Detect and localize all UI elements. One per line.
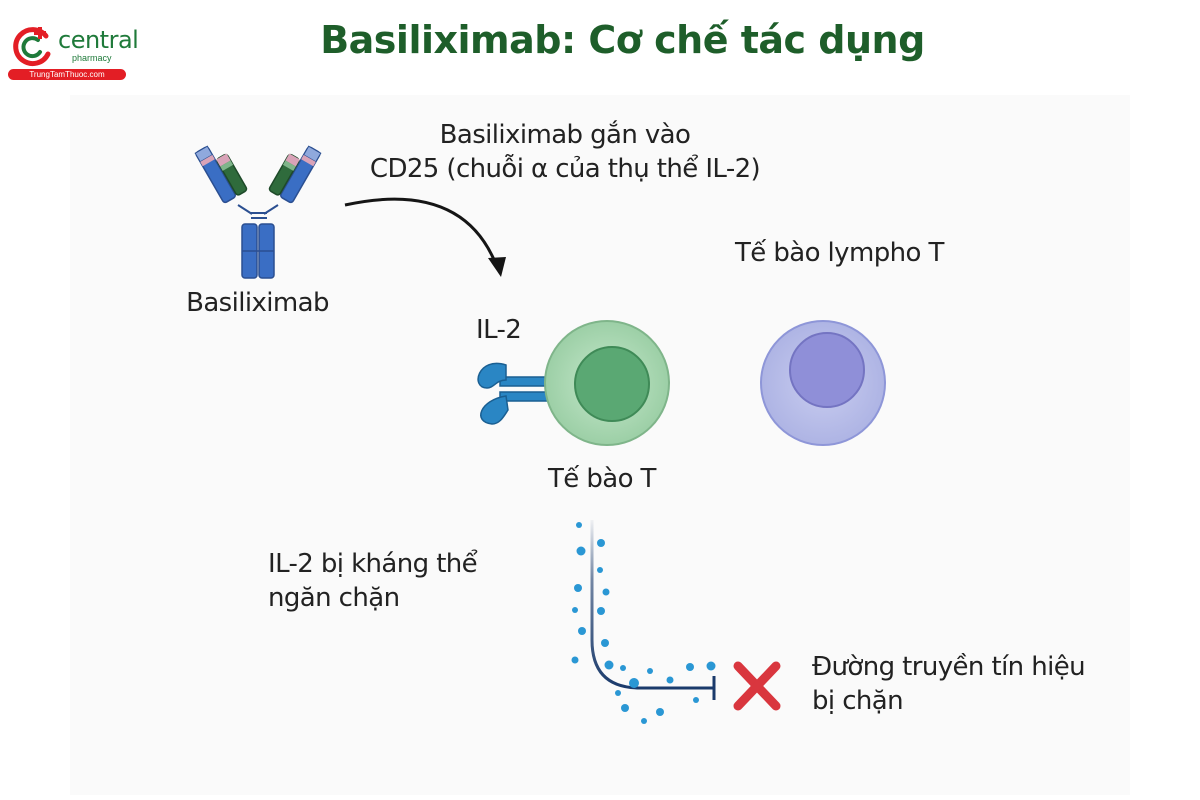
blocked-label-line1: IL-2 bị kháng thể	[268, 549, 478, 579]
signal-blocked-label-line2: bị chặn	[812, 686, 904, 717]
brand-tagline: pharmacy	[72, 53, 112, 63]
logo-mark-icon	[13, 27, 51, 67]
blocked-label: IL-2 bị kháng thể ngăn chặn	[268, 547, 478, 616]
brand-site: TrungTamThuoc.com	[8, 69, 126, 80]
receptor-icon	[477, 362, 551, 425]
il2-label: IL-2	[476, 315, 522, 345]
lymphocyte-label: Tế bào lympho T	[735, 238, 944, 268]
signal-path-icon	[571, 520, 716, 724]
curved-arrow-icon	[344, 197, 506, 277]
binding-label-line1: Basiliximab gắn vào	[439, 120, 691, 150]
binding-label: Basiliximab gắn vào CD25 (chuỗi α của th…	[345, 118, 785, 187]
signal-blocked-label-line1: Đường truyền tín hiệu	[812, 652, 1086, 682]
antibody-icon	[194, 145, 322, 279]
page-title: Basiliximab: Cơ chế tác dụng	[320, 18, 925, 62]
signal-blocked-label: Đường truyền tín hiệu bị chặn	[812, 650, 1086, 719]
brand-logo[interactable]: central pharmacy TrungTamThuoc.com	[8, 22, 139, 82]
antibody-label: Basiliximab	[186, 288, 329, 318]
t-cell-icon	[544, 320, 670, 446]
blocked-label-line2: ngăn chặn	[268, 583, 400, 614]
brand-name: central	[58, 26, 139, 54]
t-cell-label: Tế bào T	[548, 464, 656, 494]
lymphocyte-icon	[760, 320, 886, 446]
binding-label-line2: CD25 (chuỗi α của thụ thể IL-2)	[369, 154, 761, 185]
blocked-x-icon	[733, 661, 781, 711]
